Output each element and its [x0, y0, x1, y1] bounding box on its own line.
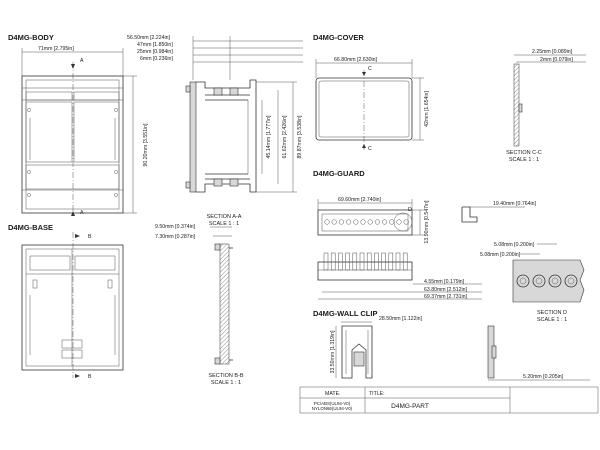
terminal-inner-circle — [535, 277, 543, 285]
cover-cut-label-top: C — [368, 66, 372, 72]
guard-side-dim: 19.40mm [0.764in] — [493, 201, 537, 207]
terminal-pin — [352, 252, 358, 271]
body-width-dim: 71mm [2.795in] — [38, 46, 74, 52]
sec-a-45-dim: 45.14mm [1.777in] — [266, 115, 272, 159]
terminal-pin — [338, 252, 343, 271]
cover-width-dim: 66.80mm [2.630in] — [334, 57, 378, 63]
terminal-pin — [395, 252, 401, 271]
sec-a-56-dim: 56.50mm [2.224in] — [127, 35, 171, 41]
guard-view: D4MG-GUARD 69.60mm [2.740in] D 13.90mm [… — [313, 169, 537, 300]
terminal-hole — [367, 219, 373, 225]
sec-a-47-dim: 47mm [1.850in] — [137, 42, 173, 48]
terminal-inner-circle — [567, 277, 575, 285]
terminal-inner-circle — [551, 277, 559, 285]
title-block-material-1: PC/ABS(UL94-V0) — [314, 401, 351, 406]
sec-b-title: SECTION B-B — [208, 373, 243, 379]
clip-width-dim: 28.50mm [1.122in] — [379, 316, 423, 322]
terminal-hole — [403, 219, 409, 225]
cover-title: D4MG-COVER — [313, 33, 364, 42]
base-cut-label-top: B — [88, 234, 92, 240]
sec-b-scale: SCALE 1 : 1 — [211, 380, 241, 386]
sec-a-89-dim: 89.87mm [3.538in] — [297, 115, 303, 159]
sec-a-6-dim: 6mm [0.236in] — [140, 56, 173, 62]
sec-d-508a-dim: 5.08mm [0.200in] — [494, 242, 535, 248]
terminal-pin — [388, 252, 394, 271]
body-cut-label-bottom: A — [80, 210, 84, 216]
terminal-circle — [532, 274, 546, 288]
section-c-view: 2.25mm [0.089in] 2mm [0.079in] SECTION C… — [506, 49, 586, 163]
terminal-pin — [323, 252, 329, 271]
sec-a-scale: SCALE 1 : 1 — [209, 221, 239, 227]
terminal-hole — [324, 219, 330, 225]
section-a-view: 56.50mm [2.224in] 47mm [1.850in] 25mm [0… — [127, 35, 303, 227]
wall-clip-title: D4MG-WALL CLIP — [313, 309, 377, 318]
sec-d-title: SECTION D — [537, 310, 567, 316]
cover-height-dim: 42mm [1.654in] — [424, 91, 430, 127]
terminal-pin — [345, 252, 350, 271]
title-block-material-2: NYLON66(UL94-V0) — [312, 406, 353, 411]
body-height-dim: 90.20mm [3.551in] — [143, 123, 149, 167]
terminal-circle — [548, 274, 562, 288]
base-view: D4MG-BASE B B — [8, 223, 124, 380]
terminal-pin — [366, 252, 372, 271]
terminal-hole — [331, 219, 337, 225]
sec-d-508b-dim: 5.08mm [0.200in] — [480, 252, 521, 258]
section-b-view: 9.50mm [0.374in] 7.30mm [0.287in] SECTIO… — [155, 224, 244, 386]
sec-a-25-dim: 25mm [0.984in] — [137, 49, 173, 55]
terminal-circle — [564, 274, 578, 288]
base-title: D4MG-BASE — [8, 223, 53, 232]
terminal-pin — [381, 252, 386, 271]
clip-520-dim: 5.20mm [0.205in] — [523, 374, 564, 380]
terminal-hole — [360, 219, 366, 225]
title-block: MATE. TITLE: PC/ABS(UL94-V0) NYLON66(UL9… — [299, 386, 599, 414]
wall-clip-view: D4MG-WALL CLIP 28.50mm [1.122in] 33.50mm… — [313, 309, 590, 381]
terminal-hole — [338, 219, 344, 225]
sec-a-61-dim: 61.62mm [2.426in] — [282, 115, 288, 159]
guard-terminal-holes — [324, 219, 409, 225]
body-view: D4MG-BODY 71mm [2.795in] 90.20mm [3.551i… — [8, 33, 149, 216]
guard-6937-dim: 69.37mm [2.731in] — [424, 294, 468, 300]
body-title: D4MG-BODY — [8, 33, 54, 42]
terminal-hole — [396, 219, 402, 225]
sec-c-2-dim: 2mm [0.079in] — [540, 57, 573, 63]
guard-title: D4MG-GUARD — [313, 169, 365, 178]
sec-d-terminal-circles — [516, 274, 578, 288]
guard-width-dim: 69.60mm [2.740in] — [338, 197, 382, 203]
terminal-pin — [402, 252, 408, 271]
clip-height-dim: 33.50mm [1.319in] — [330, 330, 336, 374]
sec-d-scale: SCALE 1 : 1 — [537, 317, 567, 323]
sec-b-950-dim: 9.50mm [0.374in] — [155, 224, 196, 230]
terminal-hole — [382, 219, 388, 225]
terminal-pin — [359, 252, 365, 271]
terminal-circle — [516, 274, 530, 288]
title-block-mate-label: MATE. — [325, 391, 340, 397]
section-d-view: 5.08mm [0.200in] 5.08mm [0.200in] SECTIO… — [480, 242, 585, 323]
guard-detail-label: D — [408, 207, 412, 213]
title-block-part-name: D4MG-PART — [391, 403, 429, 410]
sec-c-title: SECTION C-C — [506, 150, 542, 156]
terminal-hole — [353, 219, 359, 225]
terminal-inner-circle — [519, 277, 527, 285]
sec-c-scale: SCALE 1 : 1 — [509, 157, 539, 163]
terminal-pin — [374, 252, 379, 271]
base-cut-label-bottom: B — [88, 374, 92, 380]
terminal-hole — [346, 219, 352, 225]
terminal-hole — [374, 219, 380, 225]
terminal-pin — [330, 252, 336, 271]
cover-view: D4MG-COVER 66.80mm [2.630in] 42mm [1.654… — [313, 33, 430, 152]
cover-cut-label-bottom: C — [368, 146, 372, 152]
sec-a-title: SECTION A-A — [207, 214, 242, 220]
sec-c-225-dim: 2.25mm [0.089in] — [532, 49, 573, 55]
title-block-title-label: TITLE: — [369, 391, 385, 397]
guard-height-dim: 13.90mm [0.547in] — [424, 200, 430, 244]
body-cut-label-top: A — [80, 58, 84, 64]
guard-455-dim: 4.55mm [0.179in] — [424, 279, 465, 285]
sec-b-730-dim: 7.30mm [0.287in] — [155, 234, 196, 240]
guard-terminal-pins — [323, 252, 408, 271]
terminal-hole — [389, 219, 395, 225]
guard-638-dim: 63.80mm [2.512in] — [424, 287, 468, 293]
